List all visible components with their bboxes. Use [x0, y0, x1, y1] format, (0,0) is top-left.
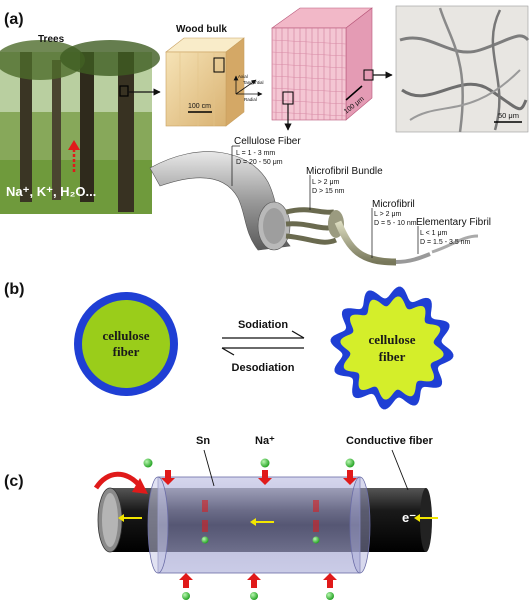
wood-sample-marker: [213, 57, 225, 73]
wood-scale-label: 100 cm: [188, 103, 211, 110]
left-fiber-text-2: fiber: [113, 344, 140, 359]
sodium-ion: [143, 458, 153, 468]
ion-insertion-arrow: [247, 573, 261, 588]
fiber-micrograph: 50 μm: [395, 5, 530, 133]
sodium-ion: [345, 458, 355, 468]
axis-radial-label: Radial: [244, 97, 257, 102]
elementary-fibril-diameter: D = 1.5 - 3.5 nm: [420, 239, 471, 246]
sodium-ion: [201, 536, 209, 544]
right-fiber-text-2: fiber: [379, 349, 406, 364]
micro-scale-bar: [345, 85, 363, 101]
ion-insertion-arrow: [258, 470, 272, 485]
ion-insertion-arrow: [161, 470, 175, 485]
elementary-fibril-length: L < 1 μm: [420, 230, 447, 237]
sodium-ion: [326, 592, 334, 600]
sn-coating-sleeve: [157, 476, 361, 574]
cellulose-fiber-length: L = 1 - 3 mm: [236, 150, 275, 157]
axis-tangential-label: Tangential: [243, 80, 264, 85]
panel-b-label: (b): [4, 281, 24, 298]
sodiated-fiber-core: [340, 296, 444, 400]
elementary-fibril-strand: [431, 234, 479, 254]
wood-bulk-label: Wood bulk: [176, 24, 227, 35]
microfibril-name: Microfibril: [372, 199, 415, 210]
cellulose-fiber-tube: [149, 151, 291, 251]
fiber-scale-label: 50 μm: [498, 111, 519, 120]
microfibril-bundle-length: L > 2 μm: [312, 179, 339, 186]
electron-flow-arrows: [118, 514, 438, 526]
fibril-hierarchy: Cellulose Fiber L = 1 - 3 mm D = 20 - 50…: [149, 136, 491, 266]
microfibril-diameter: D = 5 - 10 nm: [374, 220, 417, 227]
sodium-ion: [260, 458, 270, 468]
sodium-ion-marks: [143, 458, 357, 600]
orientation-axes: Axial Tangential Radial: [233, 74, 264, 102]
sodiation-label: Sodiation: [238, 319, 288, 331]
right-fiber-text-1: cellulose: [369, 332, 416, 347]
trees-photo: Trees Na⁺, K⁺, H₂O...: [0, 34, 160, 214]
desodiation-label: Desodiation: [232, 362, 295, 374]
trees-label: Trees: [38, 34, 65, 45]
microfibril-bundle-name: Microfibril Bundle: [306, 166, 383, 177]
ion-insertion-arrow: [202, 500, 208, 512]
microstructure-cube: 100 μm: [271, 7, 374, 121]
wood-bulk-cube: Wood bulk 100 cm: [165, 24, 245, 127]
ion-insertion-arrow: [202, 520, 208, 532]
microfibril-bundle-diameter: D > 15 nm: [312, 188, 345, 195]
cellulose-fiber-diameter: D = 20 - 50 μm: [236, 159, 283, 166]
sodium-ion: [250, 592, 258, 600]
reversible-reaction-arrows: Sodiation Desodiation: [221, 319, 305, 374]
pristine-fiber-core: [82, 300, 170, 388]
ion-insertion-arrow: [313, 520, 319, 532]
ion-insertion-arrow: [343, 470, 357, 485]
panel-a-label: (a): [4, 11, 24, 28]
left-fiber-text-1: cellulose: [103, 328, 150, 343]
microfibril-strand: [334, 220, 397, 266]
trunk-sample-marker: [119, 85, 129, 97]
conductive-fiber-label: Conductive fiber: [346, 435, 434, 447]
curved-insertion-arrow: [93, 471, 142, 490]
electron-label: e⁻: [402, 510, 416, 525]
sodium-ion: [312, 536, 320, 544]
panel-a: (a) Trees Na⁺, K⁺, H₂O... Wood bulk: [0, 5, 530, 266]
ion-insertion-arrow: [323, 573, 337, 588]
panel-c: (c) e⁻ Sn Na⁺ Conductive fiber: [4, 435, 438, 600]
ions-label: Na⁺, K⁺, H₂O...: [6, 184, 96, 199]
sodium-ion: [182, 592, 190, 600]
cellulose-fiber-name: Cellulose Fiber: [234, 136, 301, 147]
microfibril-length: L > 2 μm: [374, 211, 401, 218]
elementary-fibril-name: Elementary Fibril: [416, 217, 491, 228]
ion-insertion-arrow: [313, 500, 319, 512]
panel-b: (b) cellulose fiber cellulose fiber Sodi…: [4, 281, 454, 410]
na-ion-label: Na⁺: [255, 435, 275, 447]
ion-insertion-arrow: [179, 573, 193, 588]
axis-axial-label: Axial: [238, 74, 248, 79]
panel-c-label: (c): [4, 473, 24, 490]
sn-label: Sn: [196, 435, 210, 447]
